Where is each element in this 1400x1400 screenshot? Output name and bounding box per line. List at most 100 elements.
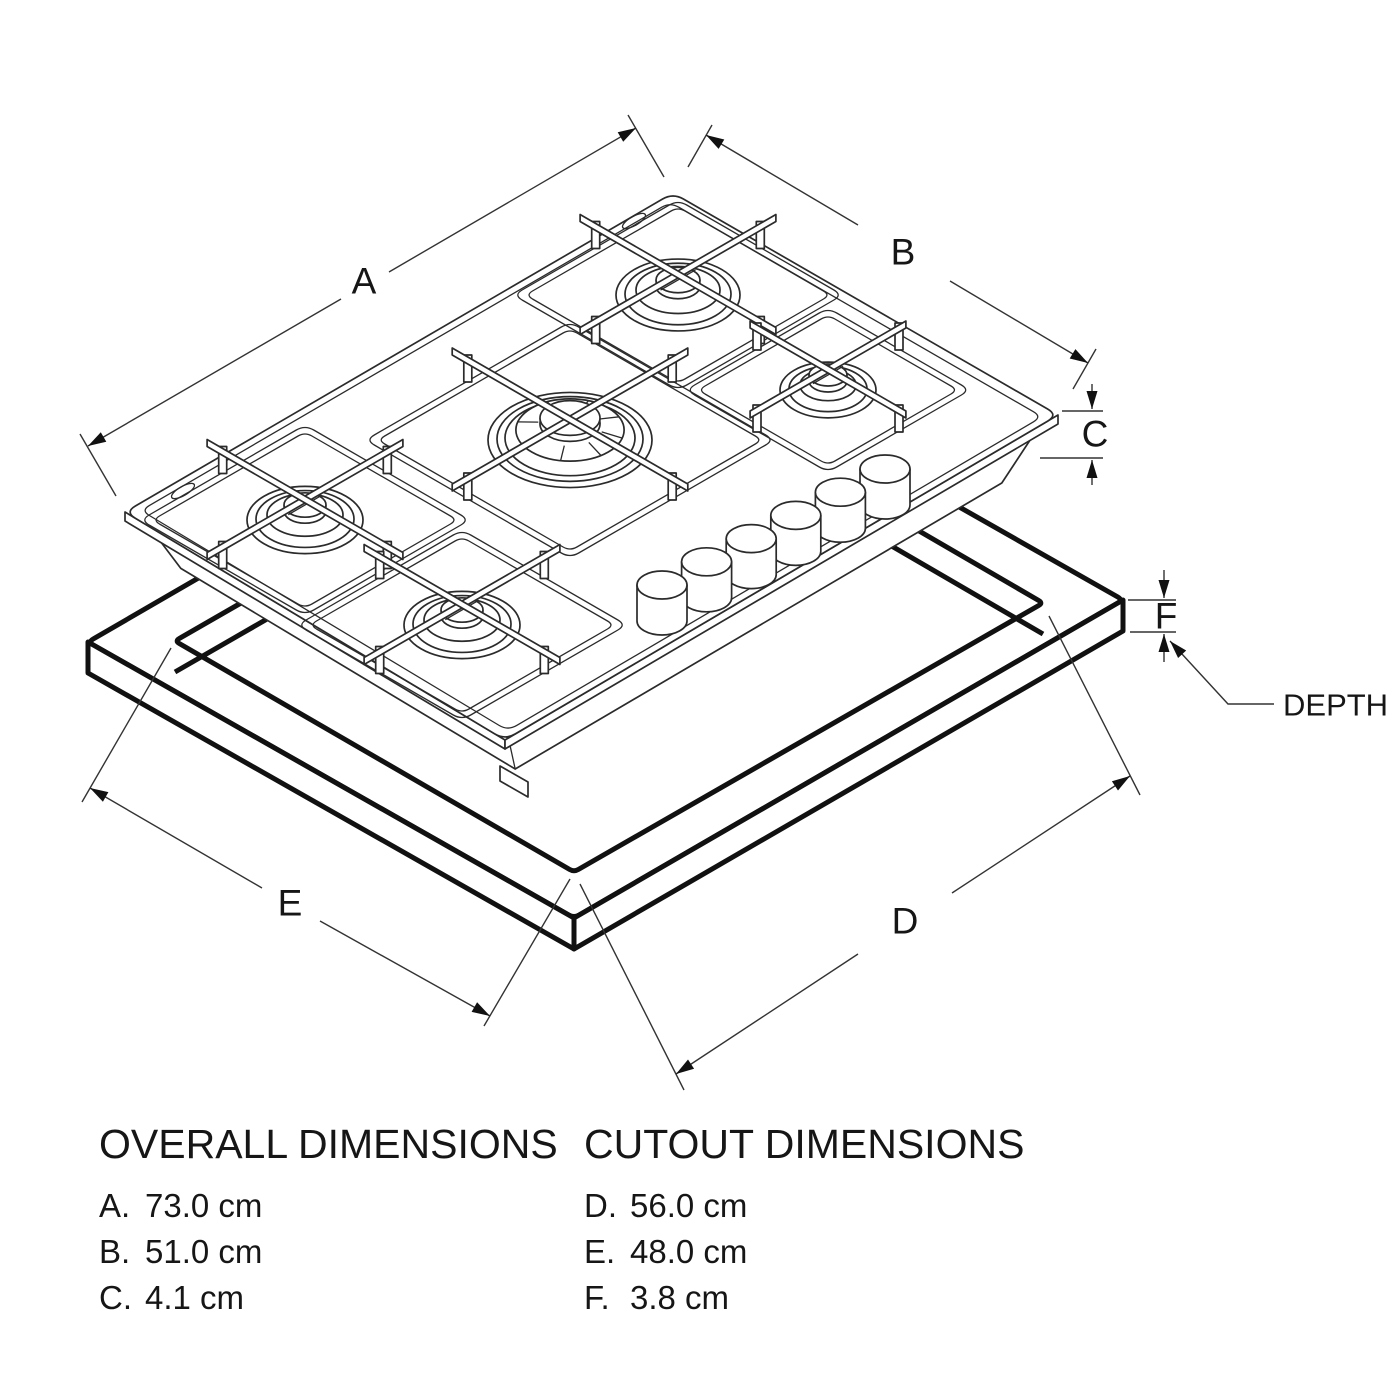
burner-recess-inner-line: [312, 538, 612, 712]
dimension-d: [579, 615, 1141, 1091]
dimension-row-a: A.73.0 cm: [99, 1189, 569, 1222]
burner-front: [403, 590, 521, 660]
dimension-line: [949, 280, 1089, 364]
burner-back: [615, 258, 741, 332]
dimension-value: 3.8 cm: [630, 1279, 730, 1316]
slab-right-face: [571, 597, 1126, 952]
extension-line: [79, 433, 117, 497]
depth-label: DEPTH: [1283, 688, 1388, 723]
dim-c-label: C: [1082, 414, 1109, 455]
knob-top: [636, 570, 688, 600]
control-knobs: [636, 454, 911, 636]
burner-recess-outline: [144, 426, 466, 614]
grate: [363, 543, 561, 675]
extension-line: [81, 647, 172, 803]
igniter-slot: [170, 482, 196, 500]
dimension-arrowhead: [1086, 460, 1098, 478]
dimension-e: [81, 647, 571, 1027]
depth-leader: [1169, 640, 1274, 705]
extension-line: [579, 883, 685, 1091]
dimension-row-f: F. 3.8 cm: [584, 1281, 1054, 1314]
dimension-c: [1040, 384, 1103, 485]
gas-cooktop: [124, 195, 1059, 798]
overall-dimensions-rows: A.73.0 cm B. 51.0 cm C.4.1 cm: [99, 1189, 569, 1314]
dimension-arrowhead: [1069, 349, 1088, 363]
dimension-value: 51.0 cm: [145, 1233, 263, 1270]
dimension-key: E.: [584, 1233, 616, 1270]
dimension-line: [951, 775, 1131, 894]
burner-left: [246, 485, 364, 555]
cutout-dimensions-heading: CUTOUT DIMENSIONS: [584, 1121, 1025, 1167]
burner-cap-seam: [287, 494, 323, 516]
burner-center-wok: [487, 391, 653, 489]
dimension-f: [1128, 570, 1176, 662]
dimension-row-c: C.4.1 cm: [99, 1281, 569, 1314]
grate-bar: [206, 438, 404, 561]
burner-cap-seam: [812, 365, 844, 385]
dimension-arrowhead: [471, 1002, 490, 1016]
burner-cap-seam: [660, 269, 696, 291]
dimension-arrowhead: [1158, 634, 1170, 652]
extension-line: [627, 114, 665, 178]
control-knob: [680, 546, 733, 613]
dimension-b: [687, 124, 1097, 390]
cutout-dimensions-rows: D.56.0 cm E.48.0 cm F. 3.8 cm: [584, 1189, 1054, 1314]
control-knob: [725, 523, 778, 590]
wok-spoke: [559, 445, 565, 461]
control-knob: [859, 454, 911, 520]
cutout-outline: [174, 369, 1044, 874]
knob-top: [769, 500, 822, 531]
dim-d-label: D: [892, 901, 919, 942]
grate-bar: [749, 320, 907, 419]
dimension-arrowhead: [1170, 641, 1187, 658]
dimension-arrowhead: [1158, 580, 1170, 598]
extension-line: [483, 878, 571, 1027]
extension-line: [1072, 348, 1097, 390]
burner-recess-inner-line: [155, 433, 455, 607]
dimension-arrowhead: [90, 788, 109, 802]
dimension-row-e: E.48.0 cm: [584, 1235, 1054, 1268]
dimension-arrowhead: [1111, 776, 1130, 791]
dimension-line: [87, 298, 342, 447]
dimension-arrowhead: [706, 135, 725, 149]
pot-support-grates: [206, 213, 907, 675]
grate-bar: [451, 347, 689, 492]
dimension-key: B.: [99, 1233, 131, 1270]
dim-a-label: A: [352, 261, 377, 302]
dim-f-label: F: [1155, 596, 1178, 637]
dim-b-label: B: [891, 232, 916, 273]
wok-spoke: [601, 431, 623, 439]
burner-recess-inner-line: [528, 208, 828, 382]
burner-recess-outline: [369, 323, 771, 557]
dimension-arrowhead: [676, 1059, 695, 1074]
knob-top: [725, 523, 778, 554]
pan-mounting-tab: [499, 765, 529, 798]
burner-cap-seam: [444, 599, 480, 621]
dimension-line: [705, 134, 859, 226]
wok-spoke: [588, 441, 602, 456]
dimension-line: [89, 787, 263, 889]
leader-line: [1169, 640, 1274, 705]
dimension-row-d: D.56.0 cm: [584, 1189, 1054, 1222]
dimension-annotations: [79, 114, 1274, 1091]
burner-recess-outline: [517, 201, 839, 389]
dimension-key: C.: [99, 1279, 132, 1316]
grate-bar: [363, 543, 561, 666]
control-knob: [769, 500, 822, 567]
dimension-arrowhead: [1086, 391, 1098, 409]
burner-recess-outline: [301, 531, 623, 719]
dimension-line: [675, 953, 859, 1075]
extension-line: [1048, 615, 1141, 796]
dimension-key: D.: [584, 1187, 617, 1224]
control-knob: [636, 570, 688, 636]
overall-dimensions-table: OVERALL DIMENSIONS A.73.0 cm B.51.0 cm C…: [99, 1124, 569, 1315]
grate-bar: [579, 213, 777, 336]
dimension-line: [319, 920, 491, 1017]
grate: [206, 438, 404, 570]
dimension-key: F.: [584, 1279, 610, 1316]
dimension-value: 73.0 cm: [145, 1187, 263, 1224]
glass-rim-line: [144, 204, 1039, 729]
extension-line: [687, 124, 713, 168]
cutout-dimensions-table: CUTOUT DIMENSIONS D.56.0 cm E.48.0 cm F.…: [584, 1121, 1054, 1315]
grate: [749, 320, 907, 433]
